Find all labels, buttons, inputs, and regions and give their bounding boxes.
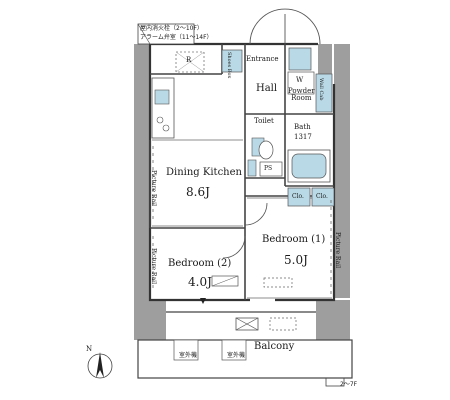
closets [287, 187, 335, 207]
label-hall: Hall [256, 83, 278, 94]
interior-walls [149, 44, 334, 300]
dining-kitchen-area: 8.6J [186, 185, 210, 199]
bedroom-1-area: 5.0J [284, 253, 308, 267]
label-rail-bedroom2: Picture Rail [150, 248, 157, 284]
label-dining-kitchen: Dining Kitchen [166, 167, 242, 178]
bathtub [287, 149, 331, 183]
label-entrance: Entrance [246, 55, 279, 63]
label-bedroom-1: Bedroom (1) [262, 234, 326, 245]
footnote: 2～7F [340, 381, 358, 388]
entrance-door [249, 8, 321, 45]
picture-rails [152, 146, 332, 294]
label-balcony: Balcony [254, 341, 295, 352]
label-refrigerator: R [186, 56, 192, 64]
label-pipe-space: PS [264, 165, 273, 172]
label-toilet: Toilet [254, 117, 274, 125]
label-shoe-storage: Shoes Box [226, 52, 232, 79]
label-washer: W [296, 76, 304, 84]
label-closet-2: Clo. [316, 193, 328, 200]
label-outdoor-unit-1: 室外機 [179, 352, 198, 359]
label-powder-room: Powder Room [288, 87, 315, 102]
balcony-area [137, 311, 353, 387]
bedroom-doors [222, 202, 268, 259]
compass [87, 352, 113, 379]
bedroom-2-area: 4.0J [188, 275, 212, 289]
label-bath: Bath [294, 123, 311, 131]
header-note-1: 屋内消火栓（2～10F） [140, 25, 203, 32]
label-wall-cabinet: Wall Cab [318, 78, 324, 101]
label-rail-dk: Picture Rail [150, 170, 157, 206]
label-outdoor-unit-2: 室外機 [227, 352, 246, 359]
label-bedroom-2: Bedroom (2) [168, 258, 232, 269]
compass-north: N [86, 345, 93, 353]
kitchen-counter [151, 77, 175, 139]
label-closet-1: Clo. [292, 193, 304, 200]
header-note-2: アラーム弁室（11～14F） [140, 34, 213, 41]
toilet-fixture [247, 137, 274, 177]
label-bath-size: 1317 [294, 133, 312, 141]
structural-walls [134, 44, 350, 340]
label-rail-bedroom1: Picture Rail [334, 232, 341, 268]
